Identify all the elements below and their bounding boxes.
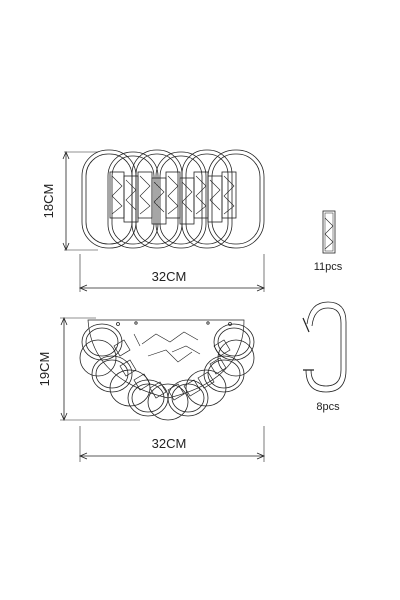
front-height-label: 18CM xyxy=(41,184,56,219)
front-view xyxy=(62,149,266,292)
crystal-bar-quantity: 11pcs xyxy=(314,261,343,273)
o-ring-quantity: 8pcs xyxy=(316,401,340,413)
top-rings xyxy=(79,323,255,421)
top-height-label: 19CM xyxy=(37,352,52,387)
o-ring-part xyxy=(302,301,347,393)
top-crystals xyxy=(113,339,231,401)
top-width-dimension xyxy=(78,426,266,462)
front-height-dimension xyxy=(62,150,98,252)
front-rings xyxy=(81,149,265,249)
top-height-dimension xyxy=(60,316,140,422)
front-crystal-bars xyxy=(109,171,237,225)
front-width-dimension xyxy=(78,254,266,292)
top-view xyxy=(60,316,266,462)
top-width-label: 32CM xyxy=(152,436,187,451)
crystal-bar-part xyxy=(322,210,336,254)
front-width-label: 32CM xyxy=(152,269,187,284)
